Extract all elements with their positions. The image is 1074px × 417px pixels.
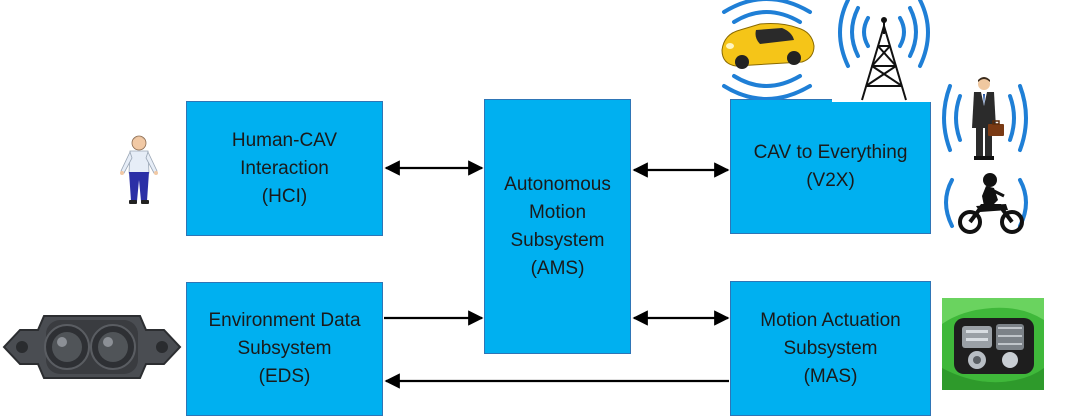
- v2x-line-1: CAV to Everything: [753, 141, 908, 163]
- mas-line-1: Motion Actuation: [760, 309, 901, 331]
- hci-line-3: (HCI): [261, 185, 308, 207]
- antenna-tower-icon: [832, 0, 936, 102]
- v2x-block: CAV to Everything (V2X): [730, 99, 931, 234]
- ams-block: Autonomous Motion Subsystem (AMS): [484, 99, 631, 354]
- eds-line-3: (EDS): [258, 366, 311, 387]
- mas-block: Motion Actuation Subsystem (MAS): [730, 281, 931, 416]
- motorcycle-icon: [944, 173, 1028, 234]
- car-icon: [721, 0, 815, 100]
- ams-line-3: Subsystem: [510, 229, 605, 251]
- hci-block: Human-CAV Interaction (HCI): [186, 101, 383, 236]
- eds-line-2: Subsystem: [237, 338, 332, 359]
- mas-line-3: (MAS): [803, 365, 858, 387]
- engine-photo: [942, 298, 1044, 390]
- v2x-line-2: (V2X): [806, 169, 855, 191]
- hci-line-1: Human-CAV: [231, 129, 338, 151]
- ams-line-2: Motion: [528, 201, 587, 223]
- eds-block: Environment Data Subsystem (EDS): [186, 282, 383, 416]
- mas-line-2: Subsystem: [783, 337, 878, 359]
- ams-line-1: Autonomous: [504, 173, 611, 195]
- hci-line-2: Interaction: [240, 157, 329, 179]
- person-icon: [120, 135, 158, 204]
- businessman-icon: [942, 77, 1028, 160]
- ams-line-4: (AMS): [530, 257, 585, 279]
- stereo-camera-icon: [2, 315, 182, 379]
- eds-line-1: Environment Data: [208, 310, 361, 331]
